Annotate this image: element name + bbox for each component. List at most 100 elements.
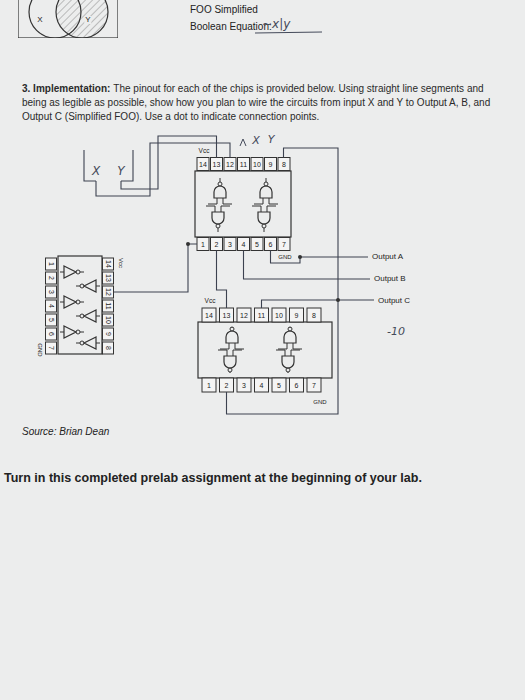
pin-number: 9 <box>269 161 273 168</box>
chip-body <box>198 322 332 378</box>
pin-number: 8 <box>312 312 316 319</box>
pin-box <box>255 308 269 322</box>
pin-box <box>220 308 234 322</box>
pin-box <box>224 158 236 171</box>
wire <box>217 251 227 309</box>
pin-box <box>238 158 250 171</box>
output-label: Output C <box>378 297 410 305</box>
pin-box <box>103 258 114 270</box>
power-label: Vcc <box>205 298 216 305</box>
pin-box <box>251 158 263 171</box>
power-label: Vcc <box>118 258 124 268</box>
pin-number: 11 <box>258 312 265 319</box>
pin-box <box>103 272 114 284</box>
pin-box <box>224 238 236 251</box>
inverter-gate <box>76 337 100 349</box>
input-label: Y <box>117 165 124 177</box>
pin-box <box>202 308 216 322</box>
pin-box <box>290 308 304 322</box>
inverter-gate <box>76 280 100 292</box>
inverter-gate <box>76 310 100 322</box>
pin-number: 11 <box>240 161 247 168</box>
connection-dot <box>336 298 340 302</box>
pin-number: 4 <box>242 241 246 248</box>
ground-label: GND <box>278 254 291 260</box>
venn-label: X <box>36 16 43 24</box>
inverter-gate <box>60 266 84 278</box>
input-label: X <box>252 135 260 146</box>
pin-box <box>237 378 251 392</box>
question-number: 3. Implementation: <box>22 83 110 94</box>
nand-gate <box>276 350 300 373</box>
input-label: X <box>92 165 100 177</box>
pin-number: 7 <box>48 346 55 350</box>
pin-box <box>46 258 57 270</box>
pin-number: 6 <box>269 241 273 248</box>
wire <box>244 251 371 280</box>
pin-number: 8 <box>105 346 112 350</box>
pin-number: 1 <box>201 241 205 248</box>
source-credit: Source: Brian Dean <box>22 427 109 437</box>
nand-gate <box>278 327 302 349</box>
connection-dot <box>298 255 302 259</box>
input-label: Y <box>268 134 275 145</box>
pin-box <box>103 342 114 354</box>
pin-number: 14 <box>199 161 207 168</box>
pin-number: 1 <box>207 382 211 389</box>
venn-diagram <box>18 0 118 38</box>
pin-number: 6 <box>295 382 299 389</box>
nand-gate <box>252 206 276 232</box>
pin-box <box>197 158 209 171</box>
wire <box>96 143 230 196</box>
instruction-paragraph: 3. Implementation:The pinout for each of… <box>22 82 494 124</box>
answer-underline <box>255 32 322 33</box>
pin-number: 5 <box>48 318 55 322</box>
footer-note: Turn in this completed prelab assignment… <box>4 472 422 485</box>
pin-number: 10 <box>275 312 283 319</box>
pin-number: 10 <box>105 316 112 324</box>
nand-gate <box>220 327 244 349</box>
venn-label: Y <box>84 16 91 24</box>
hand-mark <box>240 139 246 146</box>
pin-box <box>255 378 269 392</box>
pin-box <box>211 238 223 251</box>
pin-box <box>278 238 290 251</box>
pin-box <box>46 342 57 354</box>
pin-box <box>265 238 277 251</box>
output-label: Output B <box>374 275 406 283</box>
pin-number: 1 <box>48 262 55 266</box>
nand-gate <box>208 178 232 204</box>
wire <box>271 251 369 264</box>
pin-box <box>238 238 250 251</box>
inverter-gate <box>60 326 84 338</box>
pin-box <box>103 286 114 298</box>
pin-box <box>202 378 216 392</box>
pin-box <box>265 158 277 171</box>
pin-box <box>307 378 321 392</box>
pin-box <box>103 300 114 312</box>
pin-box <box>272 378 286 392</box>
pin-number: 13 <box>105 274 112 282</box>
pin-box <box>103 314 114 326</box>
pin-box <box>211 158 223 171</box>
pin-number: 7 <box>282 241 286 248</box>
pin-box <box>46 328 57 340</box>
pin-number: 4 <box>260 382 264 389</box>
pin-number: 5 <box>277 382 281 389</box>
pin-box <box>278 158 290 171</box>
pin-number: 2 <box>48 276 55 280</box>
power-label: Vcc <box>199 148 210 155</box>
pin-number: 13 <box>223 312 231 319</box>
wire <box>262 300 375 308</box>
pin-number: 12 <box>105 288 112 296</box>
pin-number: 14 <box>105 260 112 268</box>
nand-gate <box>206 206 230 232</box>
chip-body <box>58 256 102 354</box>
pin-box <box>46 286 57 298</box>
pin-box <box>272 308 286 322</box>
nand-gate <box>254 178 278 204</box>
inverter-gate <box>60 296 84 308</box>
heading: FOO Simplified <box>190 5 258 15</box>
pin-number: 9 <box>295 312 299 319</box>
pin-number: 5 <box>255 241 259 248</box>
